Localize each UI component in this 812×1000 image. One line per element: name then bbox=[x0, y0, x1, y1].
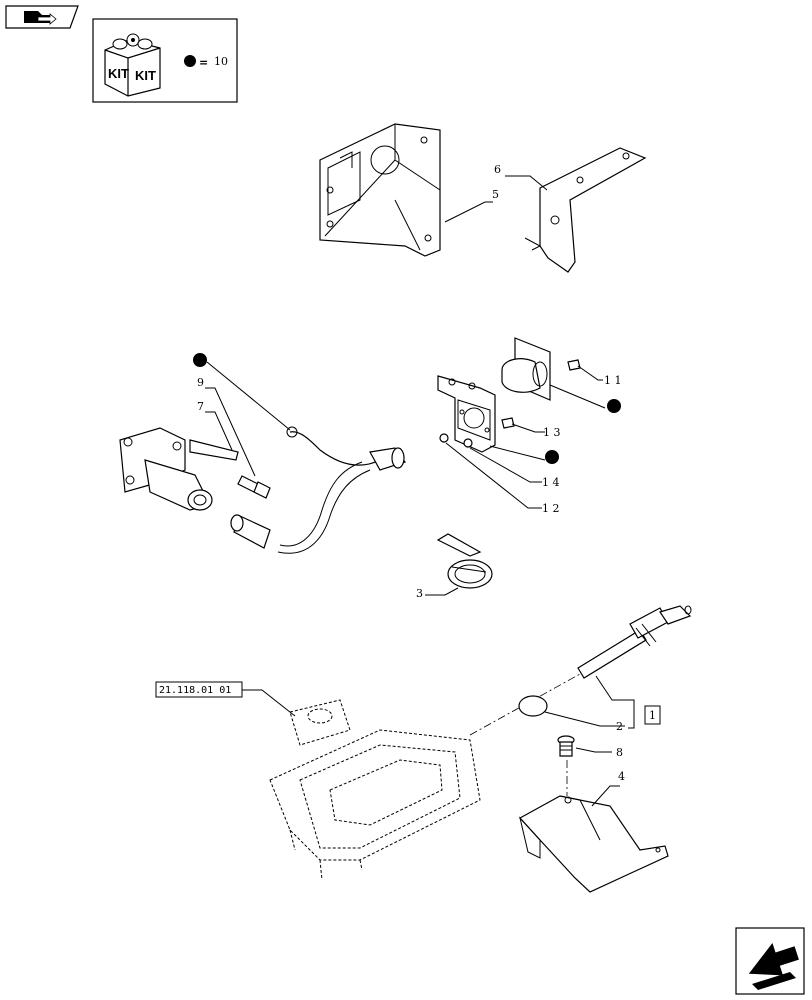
harness-assembly bbox=[119, 426, 406, 554]
callout-6: 6 bbox=[494, 163, 501, 176]
callout-9: 9 bbox=[197, 376, 204, 389]
callout-14: 1 4 bbox=[542, 476, 560, 489]
kit-dot-harness bbox=[193, 353, 207, 367]
callout-2: 2 bbox=[616, 720, 623, 733]
reference-link[interactable]: 21.118.01 01 bbox=[155, 681, 243, 698]
nut-part-14 bbox=[463, 438, 473, 448]
bracket-part-5 bbox=[319, 123, 441, 257]
callout-1: 1 bbox=[649, 709, 656, 722]
plate-part-6 bbox=[524, 147, 647, 273]
leader-3 bbox=[425, 587, 459, 596]
kit-count: 10 bbox=[214, 55, 228, 68]
kit-dot-symbol bbox=[184, 55, 196, 67]
screw-part-8 bbox=[557, 735, 575, 757]
kit-dot-bracket bbox=[607, 399, 621, 413]
leader-12 bbox=[445, 442, 542, 509]
leader-7 bbox=[205, 411, 233, 451]
axis-line-dipstick bbox=[469, 673, 581, 736]
kit-box-icon: KIT KIT bbox=[104, 33, 161, 97]
leader-dot-11 bbox=[549, 384, 606, 409]
cable-tie-part-3 bbox=[436, 533, 493, 589]
leader-14 bbox=[469, 447, 542, 483]
callout-11: 1 1 bbox=[604, 374, 622, 387]
leader-9 bbox=[205, 387, 256, 477]
callout-5: 5 bbox=[492, 188, 499, 201]
callout-12: 1 2 bbox=[542, 502, 560, 515]
callout-3: 3 bbox=[416, 587, 423, 600]
bolt-part-9 bbox=[237, 475, 271, 499]
dipstick-part-1 bbox=[577, 605, 692, 679]
kit-dot-nut bbox=[545, 450, 559, 464]
screw-part-11 bbox=[567, 359, 581, 371]
leader-8 bbox=[575, 747, 612, 753]
kit-label-left: KIT bbox=[108, 66, 129, 81]
leader-dot-harness bbox=[206, 361, 291, 431]
oil-pan-reference bbox=[269, 699, 481, 881]
o-ring-part-2 bbox=[518, 695, 548, 717]
leader-reference bbox=[242, 689, 296, 717]
kit-label-right: KIT bbox=[135, 68, 156, 83]
leader-13 bbox=[511, 423, 545, 433]
socket-bracket-assembly bbox=[437, 337, 551, 453]
leader-dot-13 bbox=[489, 445, 546, 461]
next-page-arrow-icon[interactable] bbox=[735, 927, 805, 995]
leader-11 bbox=[577, 365, 603, 381]
callout-1-box bbox=[644, 705, 661, 725]
folder-arrow-icon[interactable] bbox=[5, 5, 79, 29]
leader-2 bbox=[544, 711, 625, 727]
leader-4 bbox=[591, 785, 620, 807]
callout-7: 7 bbox=[197, 400, 204, 413]
bracket-part-4 bbox=[519, 795, 669, 893]
reference-text: 21.118.01 01 bbox=[159, 685, 231, 696]
callout-4: 4 bbox=[618, 770, 625, 783]
leader-6 bbox=[505, 175, 548, 191]
screw-part-13 bbox=[501, 417, 515, 429]
leader-5 bbox=[444, 201, 493, 223]
callout-13: 1 3 bbox=[543, 426, 561, 439]
washer-part-12 bbox=[439, 433, 449, 443]
kit-equals: = bbox=[199, 56, 208, 69]
kit-legend: KIT KIT = 10 bbox=[92, 18, 238, 103]
leader-1 bbox=[595, 675, 635, 729]
callout-8: 8 bbox=[616, 746, 623, 759]
